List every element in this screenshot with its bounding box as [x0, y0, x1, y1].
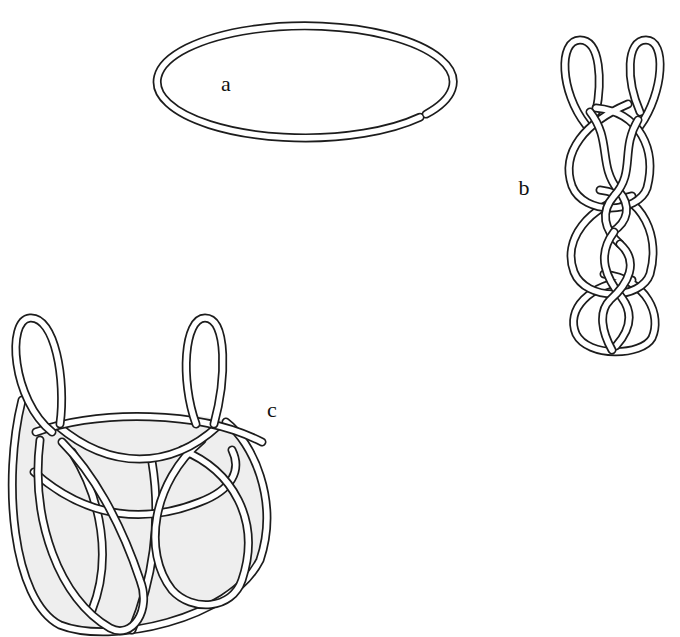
rope-outline — [605, 120, 638, 244]
rope-outline — [630, 40, 660, 126]
figure-letter: b — [519, 177, 530, 199]
rope-outline — [186, 318, 223, 424]
rope-outline — [36, 417, 262, 442]
rope-body — [36, 417, 262, 442]
rope-outline — [58, 426, 218, 459]
rope-body — [38, 440, 144, 631]
rope-body — [186, 318, 223, 424]
figure-letter: a — [221, 73, 231, 95]
rope-body — [605, 120, 638, 244]
rope-outline — [155, 440, 248, 605]
rope-body — [603, 244, 631, 350]
rope-outline — [38, 440, 144, 631]
open-ring — [157, 26, 453, 138]
chain-sennit — [565, 40, 660, 352]
ring-body — [157, 26, 453, 138]
rope-outline — [603, 244, 631, 350]
ring-outline — [157, 26, 453, 138]
rope-body — [630, 40, 660, 126]
braided-loop — [10, 318, 266, 632]
rope-outline — [16, 318, 62, 432]
rope-body — [16, 318, 62, 432]
rope-body — [155, 440, 248, 605]
figure-letter: c — [267, 399, 277, 421]
rope-body — [58, 426, 218, 459]
